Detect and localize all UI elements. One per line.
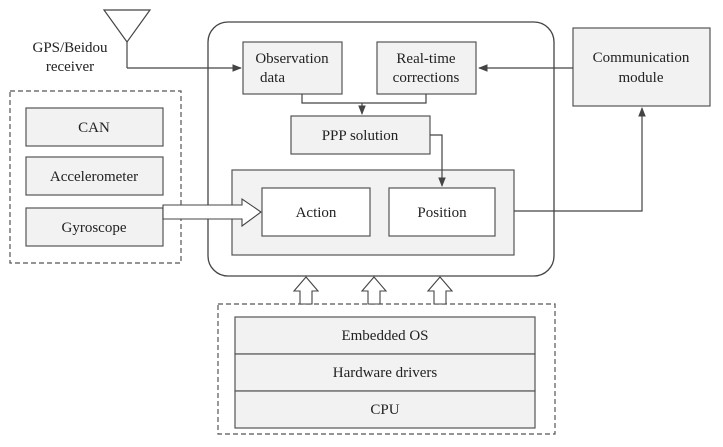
platform-up-arrow-2 [360,276,388,305]
sensor-box-gyroscope [25,207,164,247]
sensor-label-can: CAN [78,120,110,136]
platform-label-cpu: CPU [370,402,399,418]
platform-box-cpu [234,390,536,429]
action-box [261,187,371,237]
communication-label-line2: module [619,70,664,86]
antenna-icon [102,9,152,68]
position-to-communication-arrow [514,107,646,212]
platform-up-arrow-1 [292,276,320,305]
ppp-solution-label: PPP solution [322,128,399,144]
corrections-label-line1: Real-time [396,51,455,67]
platform-label-os: Embedded OS [341,328,428,344]
sensor-box-accelerometer [25,156,164,196]
platform-label-drivers: Hardware drivers [333,365,438,381]
position-box [388,187,496,237]
inputs-merge-line [301,94,427,104]
communication-label-line1: Communication [593,50,690,66]
action-label: Action [296,205,337,221]
antenna-label-line2: receiver [46,59,94,75]
gyroscope-to-action-arrow [162,197,262,228]
observation-data-box [242,41,343,95]
corrections-box [376,41,477,95]
communication-module-box [572,27,711,107]
sensor-box-can [25,107,164,147]
platform-box-drivers [234,353,536,392]
corrections-label-line2: corrections [393,70,460,86]
observation-label-line2: data [260,70,285,86]
antenna-label-line1: GPS/Beidou [32,40,108,56]
sensor-label-accelerometer: Accelerometer [50,169,138,185]
ppp-solution-box [290,115,431,155]
ppp-to-position-arrow [430,134,446,187]
platform-up-arrow-3 [426,276,454,305]
position-label: Position [417,205,467,221]
observation-label-line1: Observation [255,51,329,67]
sensor-label-gyroscope: Gyroscope [62,220,127,236]
